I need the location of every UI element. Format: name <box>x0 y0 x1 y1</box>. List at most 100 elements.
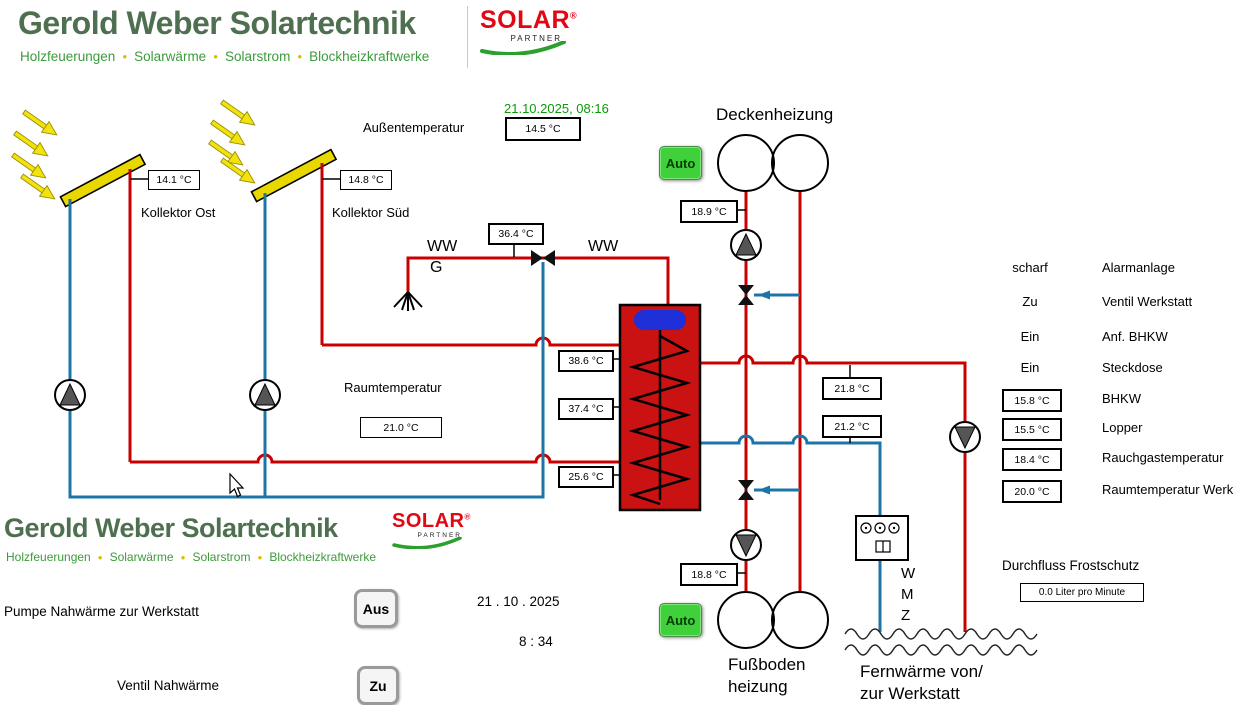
auto-button-fussboden[interactable]: Auto <box>659 603 702 637</box>
tank-temp-middle: 37.4 °C <box>558 398 614 420</box>
tagline-bullet: ● <box>257 552 263 562</box>
tagline-bullet: ● <box>297 52 303 61</box>
deckenheizung-icon <box>717 134 829 192</box>
fernwaerme-label-line2: zur Werkstatt <box>860 684 960 703</box>
ventil-nahwaerme-label: Ventil Nahwärme <box>117 678 220 693</box>
mouse-cursor <box>229 472 245 498</box>
status-value-alarm: scharf <box>1012 260 1048 275</box>
warmwasser-temp: 36.4 °C <box>488 223 544 245</box>
status-label-alarm: Alarmanlage <box>1102 260 1175 275</box>
tagline-item: Holzfeuerungen <box>20 49 116 64</box>
wmz-letter-m: M <box>901 586 914 603</box>
tagline-bullet: ● <box>97 552 103 562</box>
pumpe-aus-button[interactable]: Aus <box>354 589 398 628</box>
vorlauf-temp: 21.8 °C <box>822 377 882 400</box>
kollektor-sued-label: Kollektor Süd <box>332 205 410 220</box>
pump-fussboden-icon <box>730 529 762 561</box>
date-display: 21 . 10 . 2025 <box>477 594 560 609</box>
sun-rays-ost-icon <box>8 106 61 205</box>
ww-g-label: G <box>430 259 443 276</box>
fussbodenheizung-icon <box>717 591 829 649</box>
status-label-anf-bhkw: Anf. BHKW <box>1102 329 1168 344</box>
fussboden-label-line2: heizung <box>728 677 788 696</box>
aussentemperatur-label: Außentemperatur <box>363 120 465 135</box>
tagline-item: Blockheizkraftwerke <box>269 550 377 564</box>
logo-tagline-bottom: Holzfeuerungen ● Solarwärme ● Solarstrom… <box>6 550 376 564</box>
fernwaerme-wavy-lines <box>844 628 1038 656</box>
fussboden-valve-icon <box>738 480 754 500</box>
pump-fernwaerme-icon <box>949 421 981 453</box>
temp-rauchgas: 18.4 °C <box>1002 448 1062 471</box>
tagline-item: Holzfeuerungen <box>6 550 91 564</box>
registered-mark: ® <box>464 512 471 522</box>
kollektor-ost-panel <box>59 153 147 208</box>
fernwaerme-label-line1: Fernwärme von/ <box>860 662 983 681</box>
temp-raum-werkstatt: 20.0 °C <box>1002 480 1062 503</box>
tank-temp-top: 38.6 °C <box>558 350 614 372</box>
solar-text: SOLAR <box>392 510 465 532</box>
durchfluss-label: Durchfluss Frostschutz <box>1002 558 1140 573</box>
kollektor-sued-panel <box>250 148 338 203</box>
pipes-hot <box>128 163 967 632</box>
ww-outlet-icon <box>393 291 423 311</box>
kollektor-ost-label: Kollektor Ost <box>141 205 216 220</box>
tagline-bullet: ● <box>180 552 186 562</box>
decken-valve-icon <box>738 285 754 305</box>
partner-text: PARTNER <box>417 532 462 539</box>
datetime-display: 21.10.2025, 08:16 <box>504 101 609 116</box>
deckenheizung-temp: 18.9 °C <box>680 200 738 223</box>
pump-kollektor-sued-icon <box>249 379 281 411</box>
ventil-zu-button[interactable]: Zu <box>357 666 399 705</box>
pumpe-nahwaerme-label: Pumpe Nahwärme zur Werkstatt <box>4 604 199 619</box>
solar-partner-logo-top: SOLAR® PARTNER <box>480 6 577 55</box>
tagline-bullet: ● <box>213 52 219 61</box>
raumtemperatur-label: Raumtemperatur <box>344 380 442 395</box>
logo-title-bottom: Gerold Weber Solartechnik <box>4 513 338 543</box>
fussboden-label-line1: Fußboden <box>728 655 806 674</box>
wmz-letter-w: W <box>901 565 916 582</box>
temp-lopper: 15.5 °C <box>1002 418 1062 441</box>
status-value-anf-bhkw: Ein <box>1020 329 1040 344</box>
ww-label-right: WW <box>588 238 619 255</box>
swoosh-icon <box>480 41 566 55</box>
logo-title: Gerold Weber Solartechnik <box>18 5 416 41</box>
durchfluss-value: 0.0 Liter pro Minute <box>1020 583 1144 602</box>
heat-meter-icon <box>855 515 909 561</box>
label-bhkw: BHKW <box>1102 391 1141 406</box>
tagline-item: Blockheizkraftwerke <box>309 49 430 64</box>
tagline-bullet: ● <box>122 52 128 61</box>
solar-text: SOLAR <box>480 6 570 34</box>
wmz-letter-z: Z <box>901 607 911 624</box>
ww-mixing-valve-icon <box>531 250 555 266</box>
partner-text: PARTNER <box>510 34 562 43</box>
registered-mark: ® <box>570 10 578 21</box>
auto-button-deckenheizung[interactable]: Auto <box>659 146 702 180</box>
label-lopper: Lopper <box>1102 420 1143 435</box>
status-value-ventil-werkstatt: Zu <box>1022 294 1038 309</box>
aussentemperatur-value: 14.5 °C <box>505 117 581 141</box>
tagline-item: Solarwärme <box>134 49 207 64</box>
status-label-steckdose: Steckdose <box>1102 360 1163 375</box>
kollektor-ost-temp: 14.1 °C <box>148 170 200 190</box>
mix-arrow-icons <box>758 290 770 495</box>
logo-tagline: Holzfeuerungen ● Solarwärme ● Solarstrom… <box>20 49 429 64</box>
tank-temp-bottom: 25.6 °C <box>558 466 614 488</box>
tagline-item: Solarstrom <box>225 49 291 64</box>
raumtemperatur-value: 21.0 °C <box>360 417 442 438</box>
sun-rays-sued-icon <box>205 96 259 189</box>
header-divider <box>467 6 468 68</box>
tagline-item: Solarwärme <box>109 550 174 564</box>
time-display: 8 : 34 <box>519 634 553 649</box>
pipes-cold <box>68 193 882 632</box>
swoosh-icon <box>392 537 462 549</box>
label-rauchgas: Rauchgastemperatur <box>1102 450 1224 465</box>
status-value-steckdose: Ein <box>1020 360 1040 375</box>
ww-label-left: WW <box>427 238 458 255</box>
deckenheizung-label: Deckenheizung <box>716 105 834 124</box>
fussboden-temp: 18.8 °C <box>680 563 738 586</box>
kollektor-sued-temp: 14.8 °C <box>340 170 392 190</box>
temp-bhkw: 15.8 °C <box>1002 389 1062 412</box>
tagline-item: Solarstrom <box>192 550 251 564</box>
status-label-ventil-werkstatt: Ventil Werkstatt <box>1102 294 1193 309</box>
